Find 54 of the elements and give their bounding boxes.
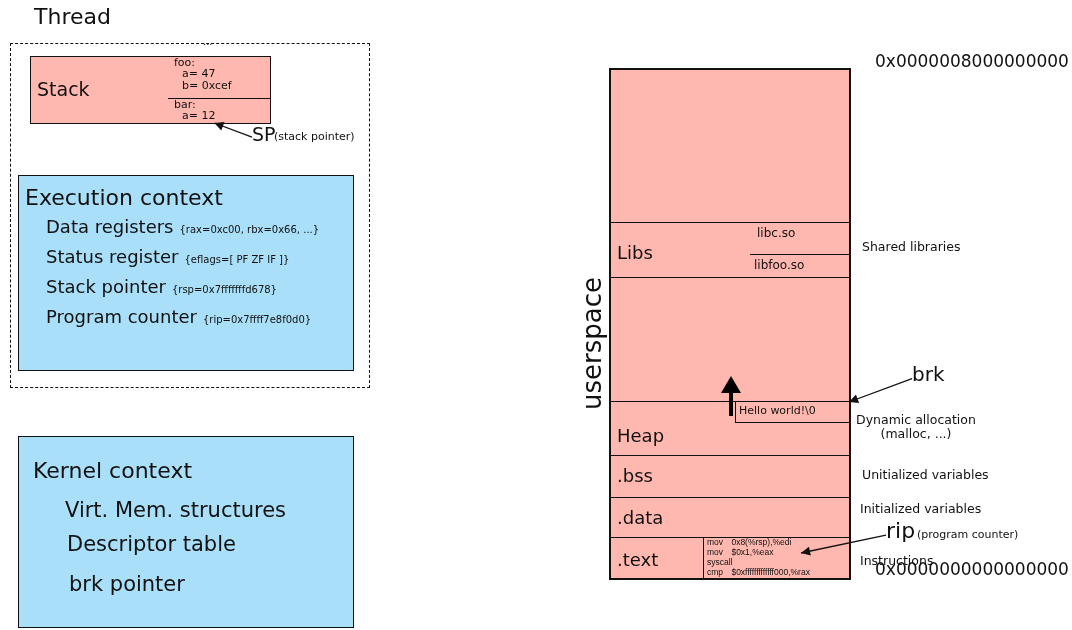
node-text: a= 47: [182, 68, 216, 81]
register-name: Status register: [46, 246, 179, 267]
code-text: cmp $0xfffffffffffff000,%rax: [707, 568, 810, 577]
ellipsis-mark: ...: [203, 36, 213, 47]
segment-caption: Initialized variables: [860, 502, 982, 516]
panel-title: Execution context: [25, 186, 223, 211]
node-title: .bss: [617, 466, 653, 486]
context-panel: [18, 436, 354, 628]
node-title: bar:: [174, 99, 196, 112]
heap-block: [735, 402, 849, 423]
code-text: mov 0x8(%rsp),%edi: [707, 538, 792, 547]
memory-segment: [611, 537, 849, 578]
node-text: libfoo.so: [754, 259, 805, 273]
register-value: {eflags=[ PF ZF IF ]}: [184, 254, 290, 265]
segment-caption: Shared libraries: [862, 240, 961, 254]
code-text: mov $0x1,%eax: [707, 548, 774, 557]
node-title: Stack: [37, 79, 90, 100]
pointer-arrow: [848, 377, 913, 404]
node-title: Hello world!\0: [739, 405, 816, 418]
register-value: {rsp=0x7fffffffd678}: [171, 284, 277, 295]
node-text: Virt. Mem. structures: [65, 499, 287, 523]
code-text: syscall: [707, 558, 733, 567]
node-text: (stack pointer): [274, 131, 355, 144]
node-title: brk: [912, 363, 945, 385]
node-title: foo:: [174, 57, 196, 70]
node-text: Descriptor table: [67, 533, 236, 557]
register-name: Program counter: [46, 306, 197, 327]
segment-caption: Dynamic allocation (malloc, ...): [856, 413, 976, 441]
register-name: Stack pointer: [46, 276, 166, 297]
pointer-arrow: [800, 534, 887, 556]
node-title: SP: [252, 124, 276, 145]
context-panel: [18, 175, 354, 371]
node-title: Heap: [617, 426, 665, 446]
register-value: {rip=0x7ffff7e8f0d0}: [202, 314, 312, 325]
register-name: Data registers: [46, 216, 174, 237]
pointer-arrow: [213, 121, 253, 138]
node-title: .data: [617, 508, 664, 528]
node-title: rip: [886, 519, 916, 544]
stack-box: [30, 56, 271, 124]
register-value: {rax=0xc00, rbx=0x66, ...}: [179, 224, 320, 235]
node-text: brk pointer: [69, 573, 185, 597]
node-text: (program counter): [917, 529, 1019, 542]
node-text: b= 0xcef: [182, 80, 232, 93]
node-text: a= 12: [182, 110, 216, 123]
node-title: .text: [617, 550, 659, 570]
region-label: userspace: [578, 277, 607, 410]
group-title: Thread: [34, 5, 111, 30]
node-text: libc.so: [757, 227, 796, 241]
memory-segment: [611, 222, 849, 278]
memory-column: [609, 68, 851, 580]
node-title: Libs: [617, 243, 653, 263]
node-title: Kernel context: [33, 459, 193, 484]
address-label: 0x0000008000000000: [875, 52, 1069, 71]
segment-caption: Unitialized variables: [862, 468, 989, 482]
